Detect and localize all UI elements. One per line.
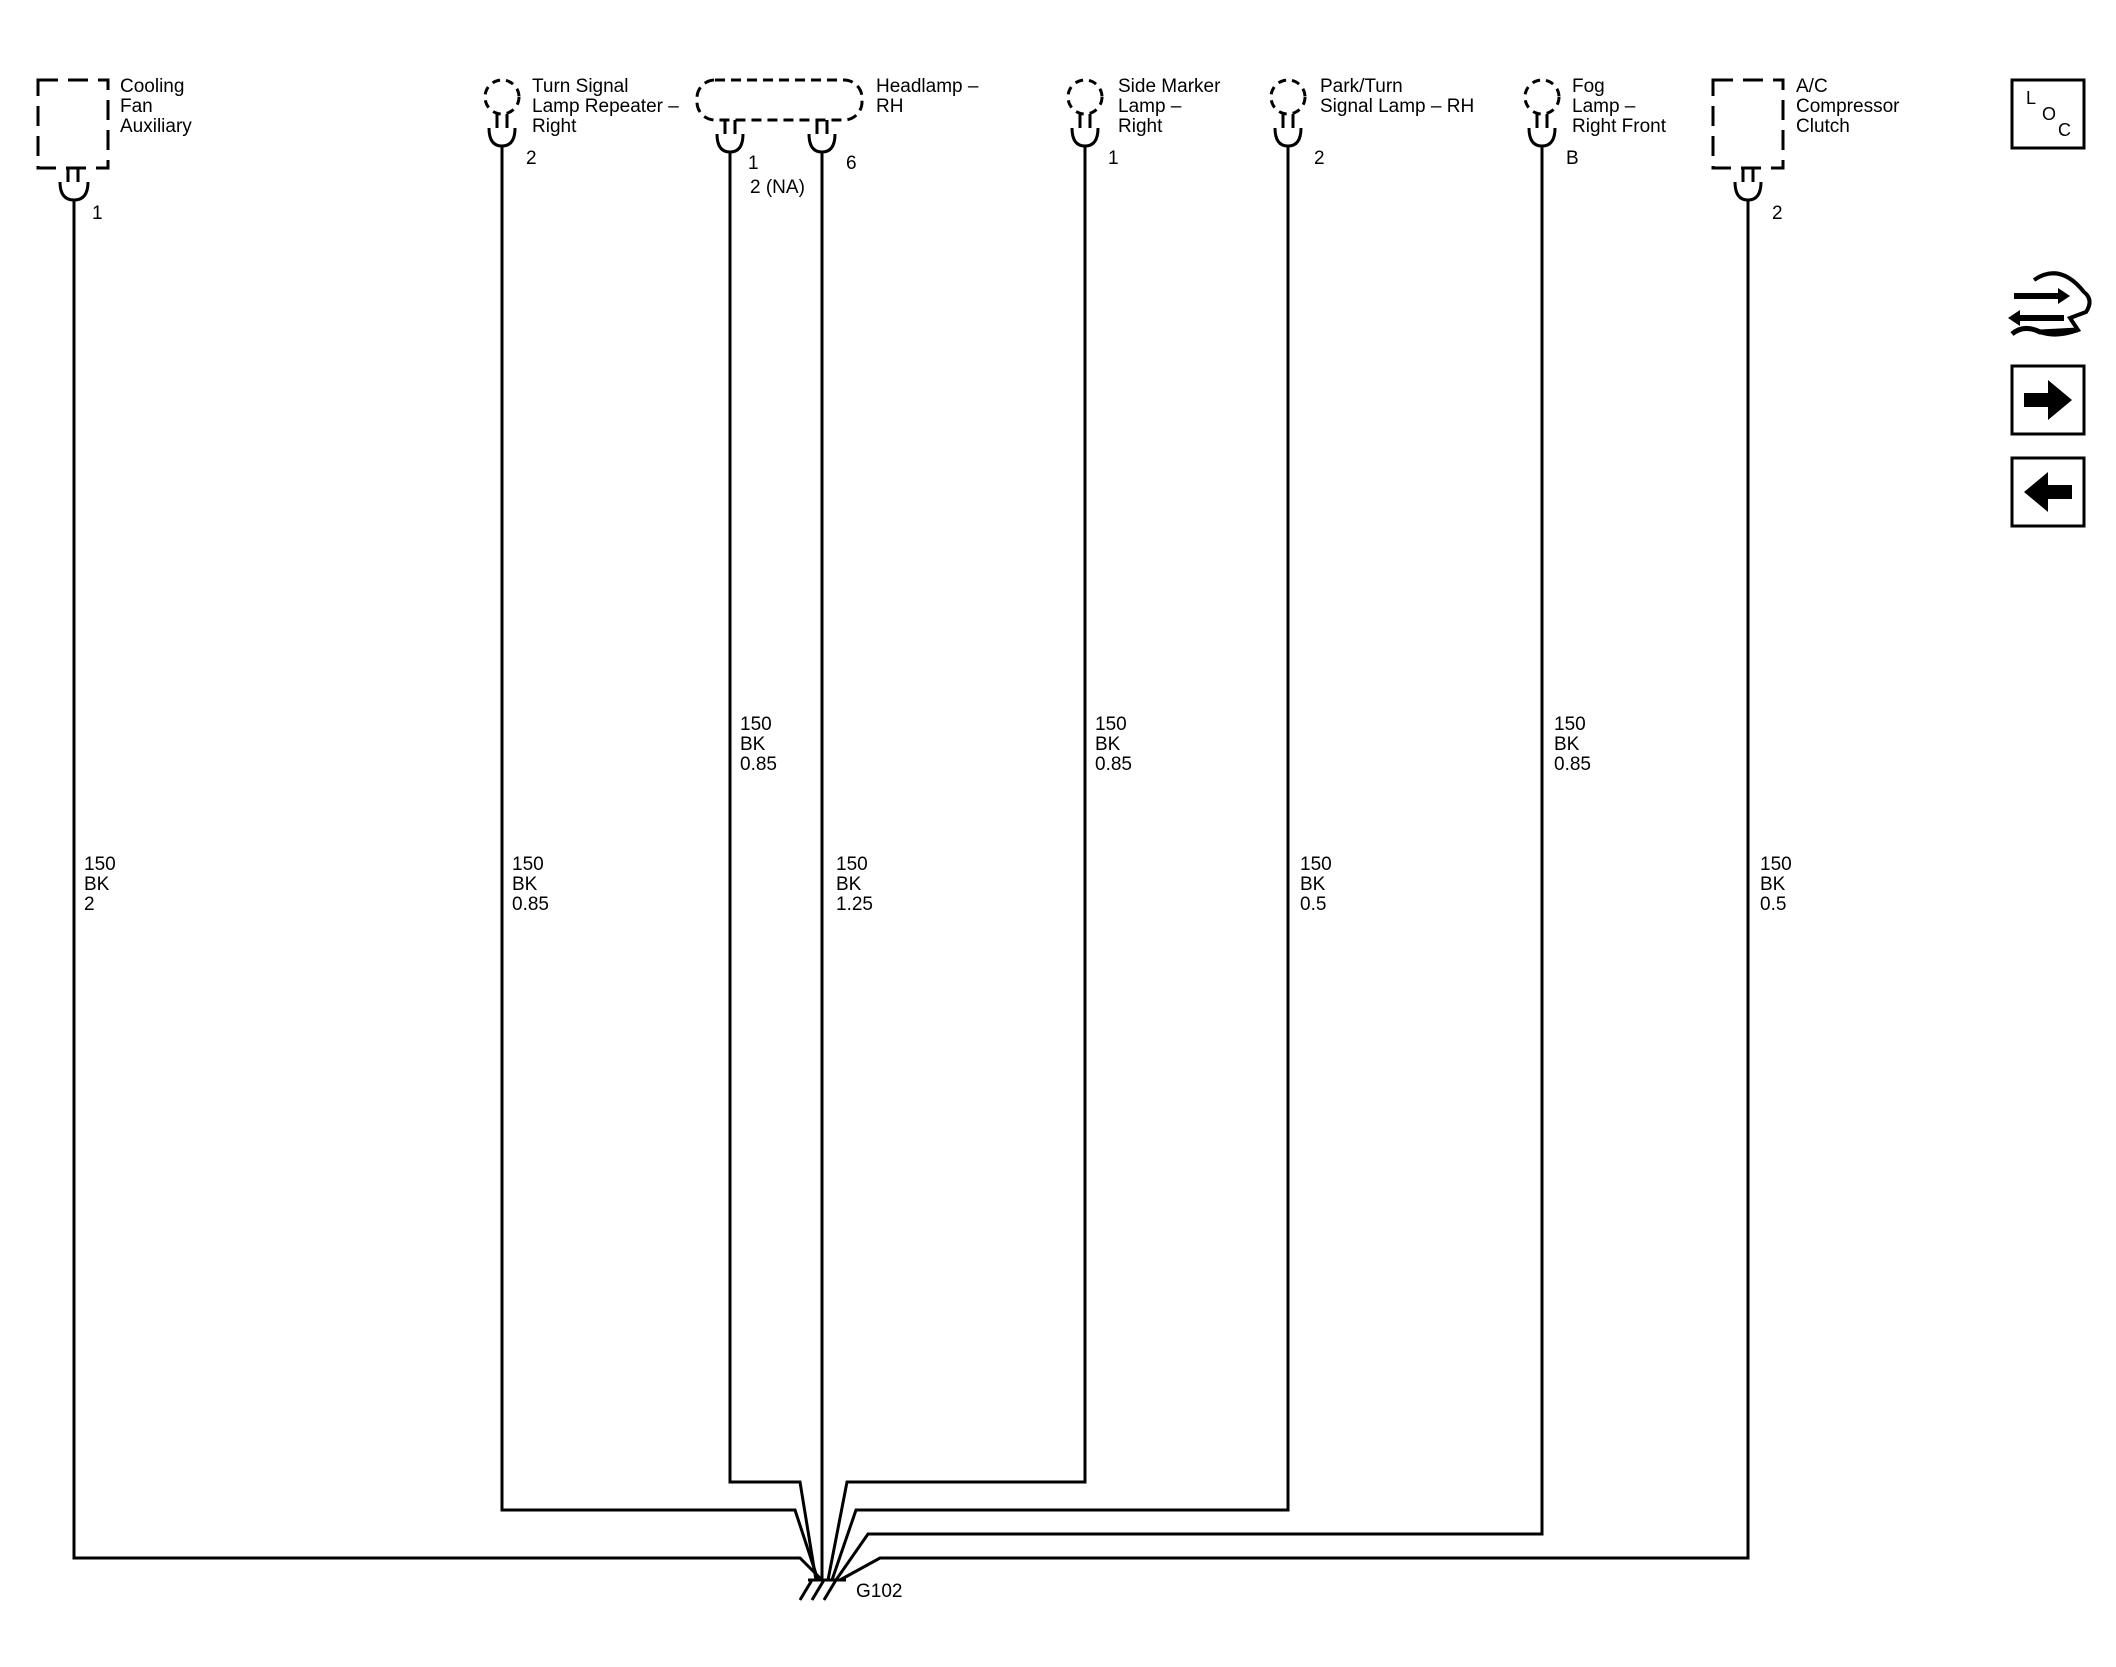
svg-text:0.5: 0.5 [1300, 894, 1326, 915]
ac-clutch-component [1711, 78, 1785, 202]
svg-text:2: 2 [84, 894, 95, 915]
svg-text:150: 150 [1760, 854, 1792, 875]
wire-label-cooling-fan: 150 BK 2 [84, 854, 116, 915]
svg-text:Turn Signal: Turn Signal [532, 76, 628, 97]
headlamp-pin-1-alt: 2 (NA) [750, 177, 805, 198]
svg-text:Lamp –: Lamp – [1118, 96, 1182, 117]
svg-text:Right Front: Right Front [1572, 116, 1667, 137]
svg-text:Signal Lamp – RH: Signal Lamp – RH [1320, 96, 1474, 117]
wire-side-marker [826, 146, 1087, 1581]
svg-text:Right: Right [532, 116, 577, 137]
park-turn-component [1269, 78, 1307, 148]
side-marker-component [1066, 78, 1104, 148]
ac-clutch-label: A/C Compressor Clutch 2 [1772, 76, 1900, 224]
ground-label: G102 [856, 1581, 902, 1602]
wire-label-park-turn: 150 BK 0.5 [1300, 854, 1332, 915]
svg-text:BK: BK [84, 874, 110, 895]
cooling-fan-pin: 1 [92, 203, 103, 224]
svg-text:A/C: A/C [1796, 76, 1828, 97]
svg-text:150: 150 [1554, 714, 1586, 735]
svg-text:Clutch: Clutch [1796, 116, 1850, 137]
svg-text:0.85: 0.85 [512, 894, 549, 915]
turn-repeater-pin: 2 [526, 148, 537, 169]
park-turn-label: Park/Turn Signal Lamp – RH 2 [1314, 76, 1474, 169]
svg-text:0.5: 0.5 [1760, 894, 1786, 915]
wire-turn-repeater [500, 146, 820, 1581]
svg-text:Headlamp –: Headlamp – [876, 76, 979, 97]
svg-text:C: C [2058, 120, 2071, 140]
side-marker-label: Side Marker Lamp – Right 1 [1108, 76, 1221, 169]
svg-text:150: 150 [1095, 714, 1127, 735]
wire-headlamp-1 [728, 152, 818, 1581]
svg-text:150: 150 [1300, 854, 1332, 875]
fog-lamp-label: Fog Lamp – Right Front B [1566, 76, 1667, 169]
svg-text:Lamp –: Lamp – [1572, 96, 1636, 117]
fog-lamp-pin: B [1566, 148, 1579, 169]
svg-text:0.85: 0.85 [1554, 754, 1591, 775]
wire-fog-lamp [834, 146, 1544, 1581]
svg-text:RH: RH [876, 96, 903, 117]
svg-text:Cooling: Cooling [120, 76, 184, 97]
wire-label-turn-repeater: 150 BK 0.85 [512, 854, 549, 915]
turn-repeater-component [483, 78, 521, 148]
svg-text:Side Marker: Side Marker [1118, 76, 1221, 97]
wire-label-headlamp-1: 150 BK 0.85 [740, 714, 777, 775]
svg-text:BK: BK [740, 734, 766, 755]
svg-text:150: 150 [84, 854, 116, 875]
svg-text:BK: BK [1095, 734, 1121, 755]
cooling-fan-component [36, 78, 110, 202]
svg-text:150: 150 [740, 714, 772, 735]
prev-arrow-icon[interactable] [2010, 456, 2086, 528]
wire-label-side-marker: 150 BK 0.85 [1095, 714, 1132, 775]
harness-icon[interactable] [2008, 271, 2092, 337]
svg-text:Park/Turn: Park/Turn [1320, 76, 1403, 97]
svg-text:Fog: Fog [1572, 76, 1605, 97]
turn-repeater-label: Turn Signal Lamp Repeater – Right 2 [526, 76, 679, 169]
wire-label-ac-clutch: 150 BK 0.5 [1760, 854, 1792, 915]
wire-cooling-fan [72, 200, 824, 1582]
ground-symbol [798, 1578, 846, 1601]
svg-text:BK: BK [1554, 734, 1580, 755]
svg-text:Right: Right [1118, 116, 1163, 137]
svg-text:BK: BK [512, 874, 538, 895]
svg-text:150: 150 [836, 854, 868, 875]
park-turn-pin: 2 [1314, 148, 1325, 169]
svg-text:Compressor: Compressor [1796, 96, 1900, 117]
wire-label-headlamp-6: 150 BK 1.25 [836, 854, 873, 915]
headlamp-pin-1: 1 [748, 153, 759, 174]
cooling-fan-label: Cooling Fan Auxiliary 1 [92, 76, 192, 224]
headlamp-label: Headlamp – RH 1 2 (NA) 6 [748, 76, 979, 198]
svg-text:BK: BK [836, 874, 862, 895]
ac-clutch-pin: 2 [1772, 203, 1783, 224]
headlamp-pin-6: 6 [846, 153, 857, 174]
loc-icon[interactable]: L O C [2010, 78, 2086, 150]
svg-text:0.85: 0.85 [1095, 754, 1132, 775]
svg-text:0.85: 0.85 [740, 754, 777, 775]
svg-text:Fan: Fan [120, 96, 153, 117]
svg-text:BK: BK [1760, 874, 1786, 895]
svg-text:1.25: 1.25 [836, 894, 873, 915]
wire-park-turn [830, 146, 1290, 1581]
svg-text:150: 150 [512, 854, 544, 875]
svg-text:L: L [2026, 88, 2036, 108]
side-marker-pin: 1 [1108, 148, 1119, 169]
fog-lamp-component [1523, 78, 1561, 148]
svg-text:BK: BK [1300, 874, 1326, 895]
headlamp-component [695, 78, 864, 154]
svg-text:Lamp Repeater –: Lamp Repeater – [532, 96, 679, 117]
next-arrow-icon[interactable] [2010, 364, 2086, 436]
svg-text:O: O [2042, 104, 2056, 124]
svg-text:Auxiliary: Auxiliary [120, 116, 192, 137]
wire-ac-clutch [839, 200, 1750, 1582]
wire-label-fog-lamp: 150 BK 0.85 [1554, 714, 1591, 775]
